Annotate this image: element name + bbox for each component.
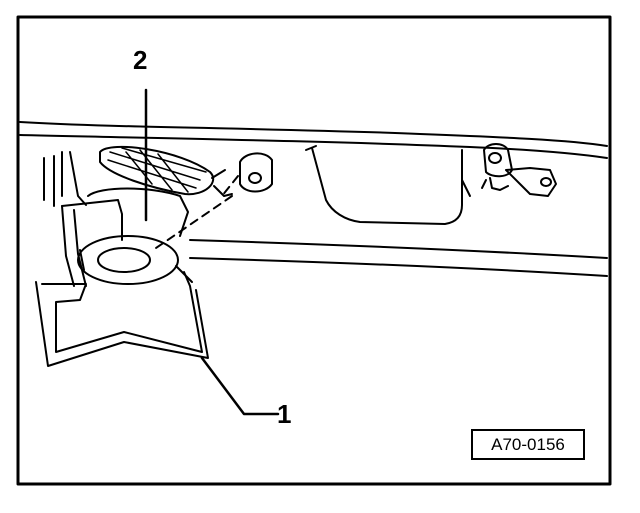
- alignment-tick: [213, 185, 233, 197]
- figure-frame: [16, 15, 612, 486]
- bumper-panel: [19, 121, 608, 277]
- bracket-recess: [305, 145, 471, 225]
- retaining-clip: [35, 265, 209, 367]
- bushing: [211, 152, 273, 193]
- left-body-edge: [43, 151, 87, 207]
- alignment-line: [155, 175, 239, 249]
- leader-line-1: [200, 356, 280, 416]
- figure-reference-code: A70-0156: [471, 429, 585, 460]
- hinge-bracket: [481, 143, 557, 197]
- callout-label-1: 1: [277, 399, 292, 429]
- vent-grille: [99, 145, 215, 196]
- socket-housing: [61, 187, 189, 287]
- callout-label-2: 2: [133, 45, 148, 75]
